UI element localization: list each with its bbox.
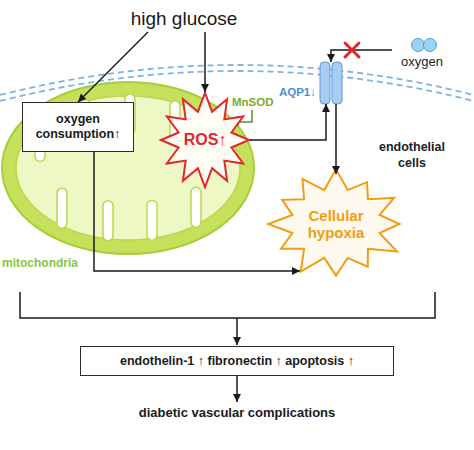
cell-label: endothelial cells xyxy=(372,140,452,171)
flow-arrow xyxy=(94,152,300,271)
starburst-outline xyxy=(268,169,399,275)
node-text: oxygen consumption↑ xyxy=(23,112,133,142)
crista-fold xyxy=(147,200,157,240)
mitochondrion-shape: mitochondria oxygen consumption↑ ROS↑ xyxy=(0,80,256,280)
node-text: ROS↑ xyxy=(184,131,227,149)
block-cross xyxy=(345,43,359,57)
flow-arrow xyxy=(331,50,392,62)
node-text: endothelin-1 ↑ fibronectin ↑ apoptosis ↑ xyxy=(120,354,354,368)
shape-outline xyxy=(320,62,342,104)
outcome-box: endothelin-1 ↑ fibronectin ↑ apoptosis ↑ xyxy=(80,346,394,376)
merge-arrow xyxy=(236,318,238,345)
channel-subunit xyxy=(332,62,342,104)
flow-arrow xyxy=(236,376,238,402)
outcome-label: diabetic vascular complications xyxy=(100,402,374,422)
node-text: Cellular hypoxia xyxy=(294,207,378,242)
channel-subunit xyxy=(320,62,330,104)
outer-membrane xyxy=(2,82,254,254)
input-label: high glucose xyxy=(118,6,250,32)
crista-fold xyxy=(57,188,67,228)
block-cross xyxy=(345,43,359,57)
atom-circle xyxy=(424,39,437,52)
node-text: mitochondria xyxy=(2,256,78,270)
node-text: oxygen xyxy=(392,54,452,69)
molecule-icon: oxygen xyxy=(392,38,452,74)
burst-shape: Cellular hypoxia xyxy=(264,168,408,280)
node-text: diabetic vascular complications xyxy=(139,405,336,420)
flow-arrow xyxy=(250,104,326,140)
atom-circle xyxy=(412,39,425,52)
crista-fold xyxy=(191,187,201,227)
flow-arrow xyxy=(78,32,148,102)
crista-fold xyxy=(103,201,113,241)
merge-bracket xyxy=(20,292,435,318)
node-text: high glucose xyxy=(131,8,238,30)
flow-arrow xyxy=(335,104,337,174)
flow-arrow xyxy=(204,32,206,92)
enzyme-label: MnSOD xyxy=(232,96,274,108)
channel-protein: AQP1↓ xyxy=(320,62,342,104)
node-text: AQP1↓ xyxy=(279,86,316,98)
process-box: oxygen consumption↑ xyxy=(22,102,134,152)
